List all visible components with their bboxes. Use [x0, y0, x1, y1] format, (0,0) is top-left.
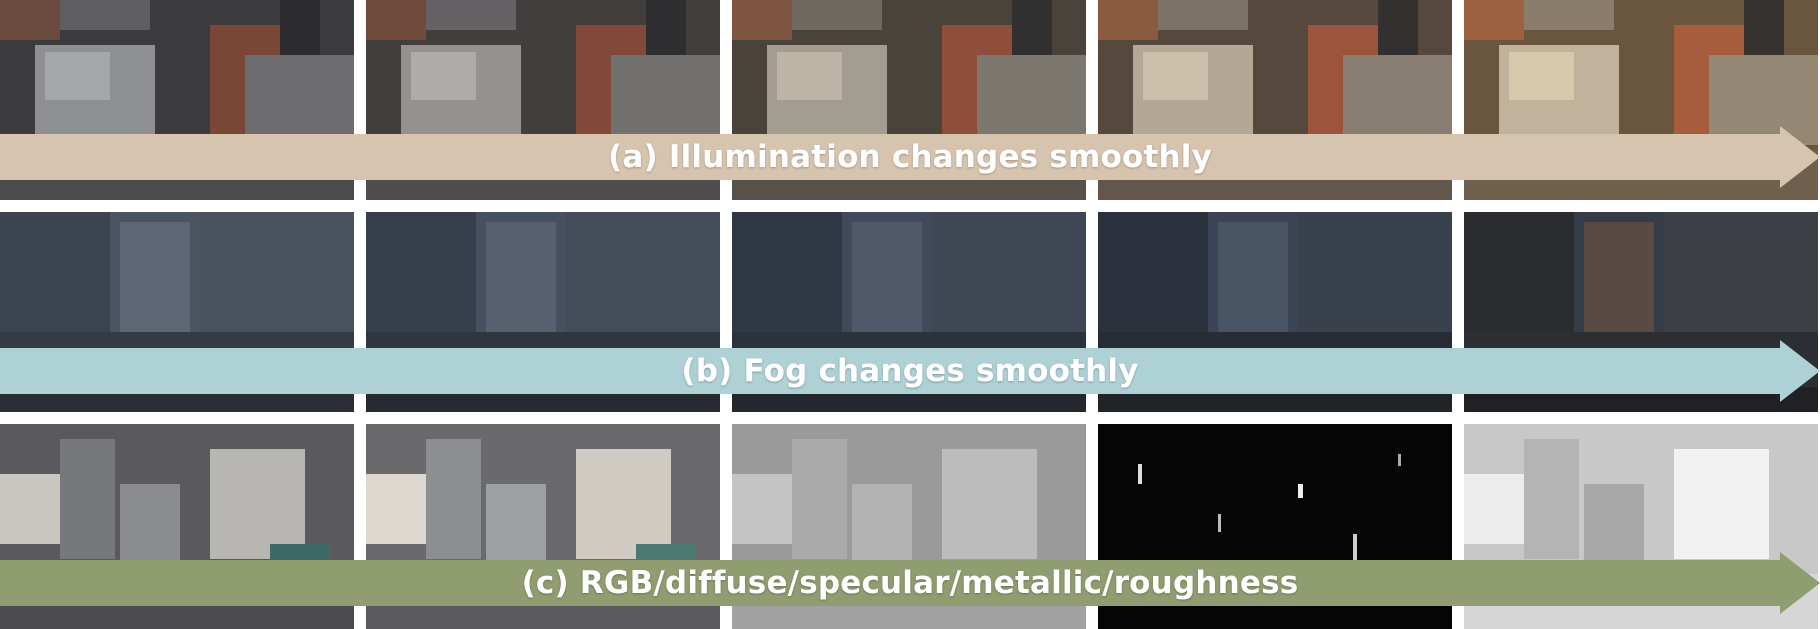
arrow-shape	[0, 126, 1820, 188]
illumination-caption: (a) Illumination changes smoothly	[608, 139, 1212, 175]
material-arrow: (c) RGB/diffuse/specular/metallic/roughn…	[0, 552, 1820, 614]
arrow-shape	[0, 552, 1820, 614]
material-caption: (c) RGB/diffuse/specular/metallic/roughn…	[521, 565, 1299, 601]
fog-caption: (b) Fog changes smoothly	[681, 353, 1139, 389]
arrow-shape	[0, 340, 1820, 402]
fog-arrow: (b) Fog changes smoothly	[0, 340, 1820, 402]
illumination-arrow: (a) Illumination changes smoothly	[0, 126, 1820, 188]
